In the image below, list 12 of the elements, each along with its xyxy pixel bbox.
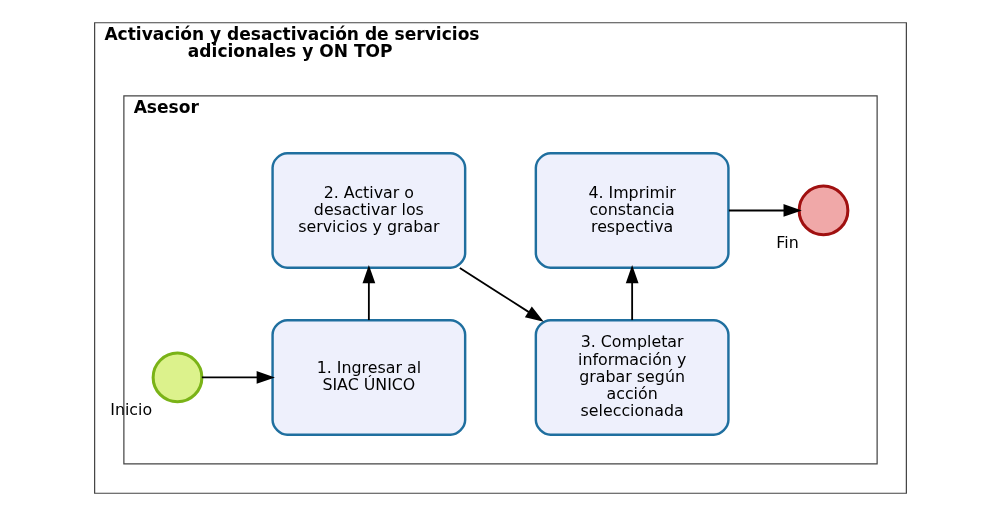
- node-box: 1. Ingresar al SIAC ÚNICO: [271, 318, 467, 436]
- node-circle: [151, 351, 204, 404]
- arrow: [625, 265, 639, 321]
- arrow: [201, 371, 275, 384]
- node-box: 4. Imprimir constancia respectiva: [534, 151, 730, 269]
- node-box: 3. Completar información y grabar según acción seleccionada: [534, 318, 730, 436]
- arrow: [728, 204, 802, 217]
- node-box: 2. Activar o desactivar los servicios y grabar: [271, 151, 467, 269]
- arrow: [458, 267, 544, 322]
- arrow: [362, 265, 376, 321]
- node-label: Fin: [776, 232, 799, 252]
- node-circle: [797, 184, 850, 237]
